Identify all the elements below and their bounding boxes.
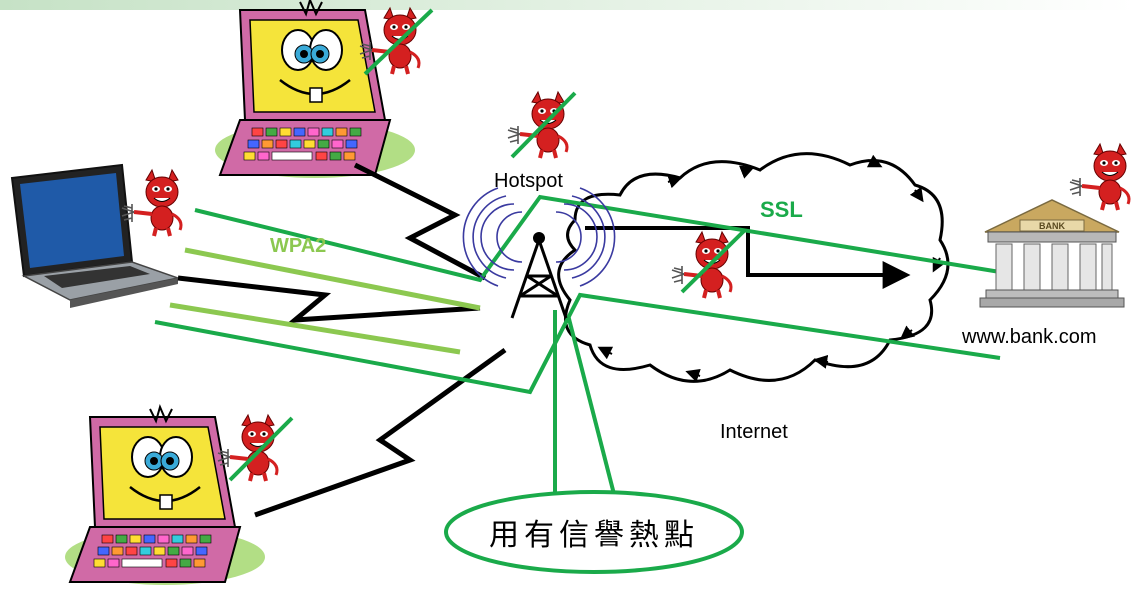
cloud-arrows: [597, 154, 946, 383]
real-laptop-icon: [10, 163, 181, 308]
blocked-marks: [228, 8, 747, 482]
bank-url-label: www.bank.com: [961, 326, 1097, 348]
devil-icon-bank: [1068, 142, 1131, 212]
wpa2-tunnel-lines: [169, 247, 481, 355]
callout-ellipse: [444, 490, 744, 574]
devil-icon-bottom: [216, 413, 279, 483]
ssl-label: SSL: [760, 197, 803, 222]
wpa2-label: WPA2: [270, 235, 326, 257]
ssl-tunnel-lines: [154, 194, 1001, 499]
radio-tower-icon: [462, 187, 616, 319]
callout-text: 用有信譽熱點: [489, 518, 699, 553]
internet-cloud-icon: [557, 152, 950, 383]
internet-label: Internet: [720, 421, 788, 443]
hotspot-label: Hotspot: [494, 170, 563, 192]
connection-lines: [177, 162, 911, 518]
devil-icon-left: [120, 168, 183, 238]
cartoon-laptop-icon-bottom: [63, 405, 267, 587]
bank-building-icon: [979, 199, 1125, 308]
bank-sign-label: BANK: [1039, 221, 1065, 231]
header-bar: [0, 0, 1134, 10]
devil-icon-hotspot: [506, 90, 569, 160]
